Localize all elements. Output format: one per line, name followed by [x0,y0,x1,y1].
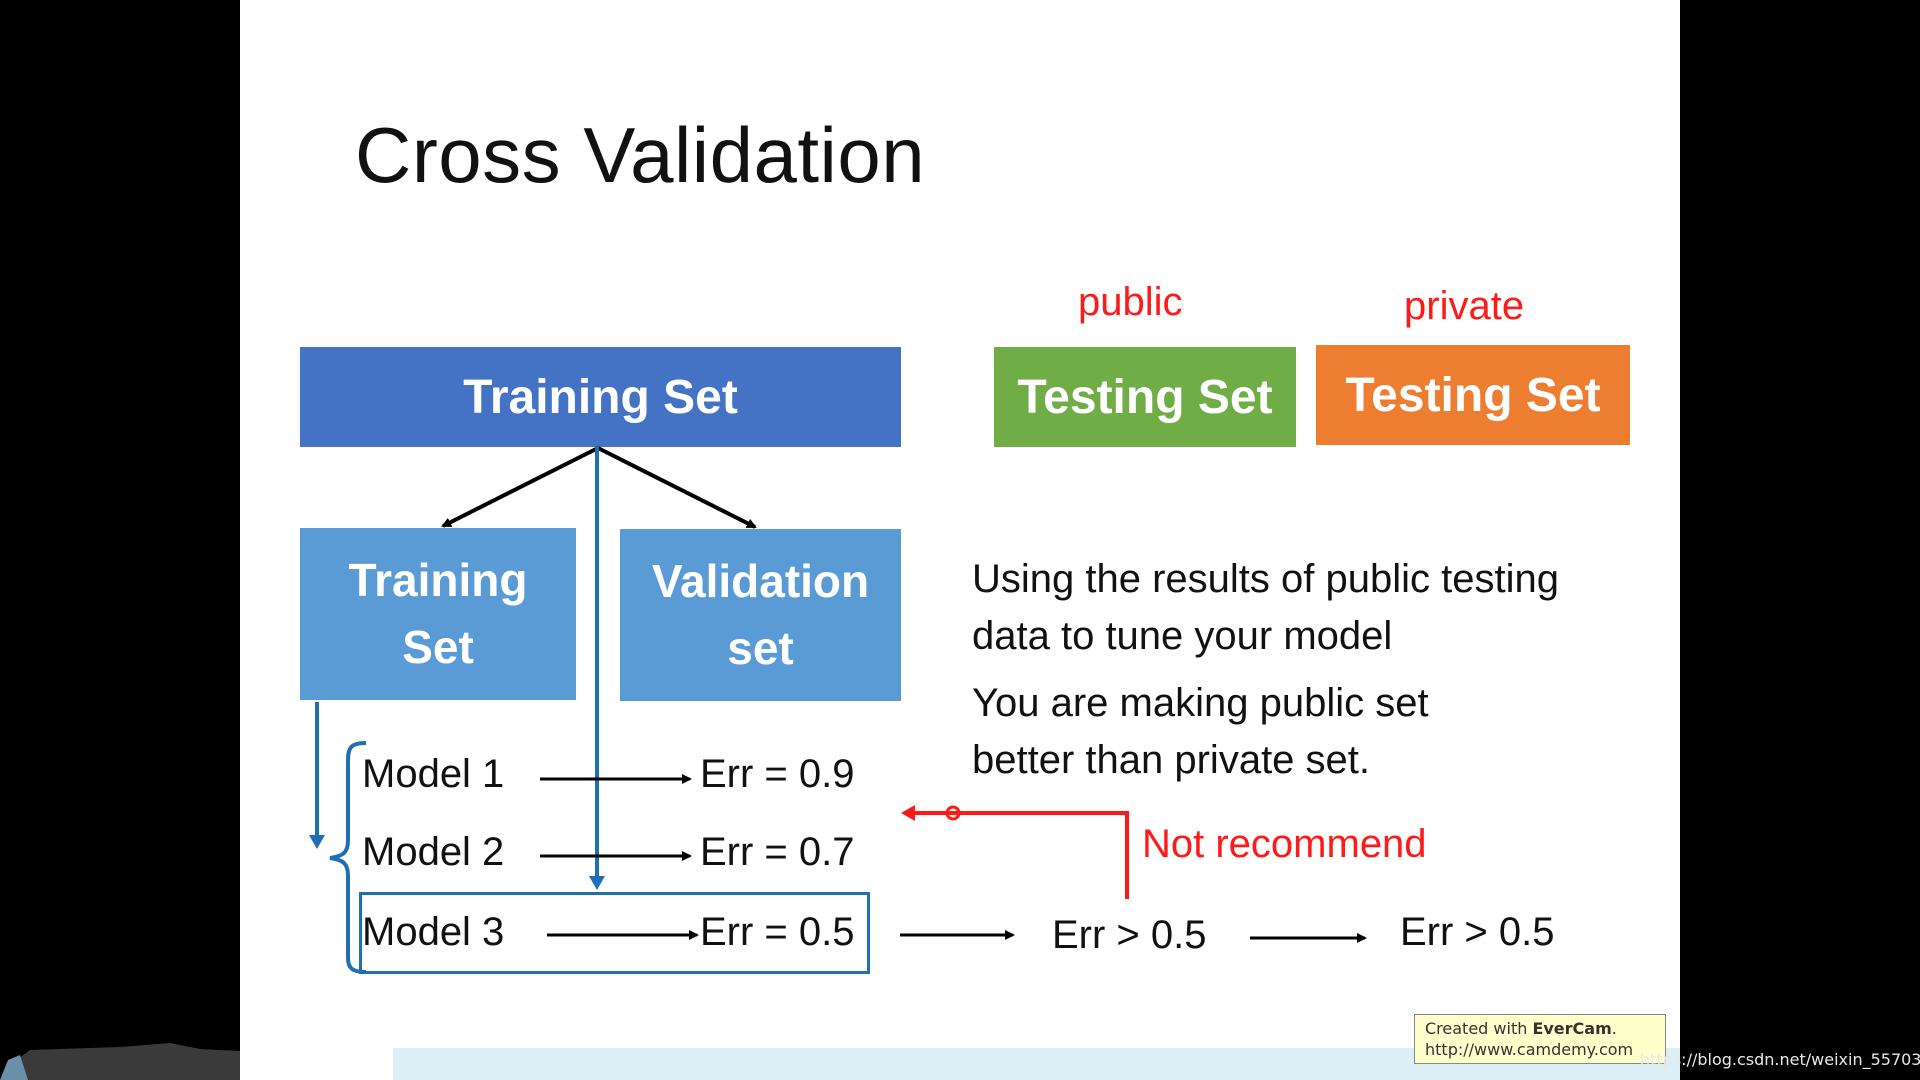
training-subset-line1: Training [348,554,528,607]
training-set-box: Training Set [300,347,901,447]
training-subset-box: Training Set [300,528,576,700]
public-testing-set-box: Testing Set [994,347,1296,447]
training-set-label: Training Set [463,370,738,424]
bottom-left-silhouette [0,1043,240,1080]
split-arrow-left [441,446,599,528]
evercam-prefix: Created with [1425,1019,1533,1038]
model-3-label: Model 3 [362,910,505,954]
note-line-4: better than private set. [972,738,1371,782]
evercam-url: http://www.camdemy.com [1425,1040,1634,1059]
evercam-suffix: . [1611,1019,1617,1038]
note-line-3: You are making public set [972,681,1429,725]
slide-title: Cross Validation [355,111,926,199]
not-recommend-label: Not recommend [1142,822,1427,866]
not-recommend-arrow [901,805,1129,899]
private-testing-set-label: Testing Set [1345,368,1601,422]
cursor-marker [945,805,961,821]
model-1-label: Model 1 [362,752,505,796]
model-2-label: Model 2 [362,830,505,874]
validation-set-line1: Validation [651,555,870,608]
model-3-error: Err = 0.5 [700,910,855,954]
evercam-brand: EverCam [1532,1019,1612,1038]
private-testing-set-box: Testing Set [1316,345,1630,445]
training-subset-line2: Set [402,621,474,673]
model3-highlight-frame [359,892,870,974]
model-2-error: Err = 0.7 [700,830,855,874]
models-brace [329,741,367,974]
validation-set-line2: set [727,622,794,674]
note-line-2: data to tune your model [972,614,1393,658]
public-label: public [1078,280,1183,324]
blog-watermark: https://blog.csdn.net/weixin_55703970 [1640,1050,1920,1069]
public-test-error: Err > 0.5 [1052,913,1207,957]
model-1-error: Err = 0.9 [700,752,855,796]
validation-set-box: Validation set [620,529,901,701]
private-label: private [1404,284,1525,328]
note-line-1: Using the results of public testing [972,557,1559,601]
public-testing-set-label: Testing Set [1017,370,1273,424]
evercam-badge: Created with EverCam. http://www.camdemy… [1414,1014,1666,1064]
split-arrow-right [597,446,757,529]
private-test-error: Err > 0.5 [1400,910,1555,954]
